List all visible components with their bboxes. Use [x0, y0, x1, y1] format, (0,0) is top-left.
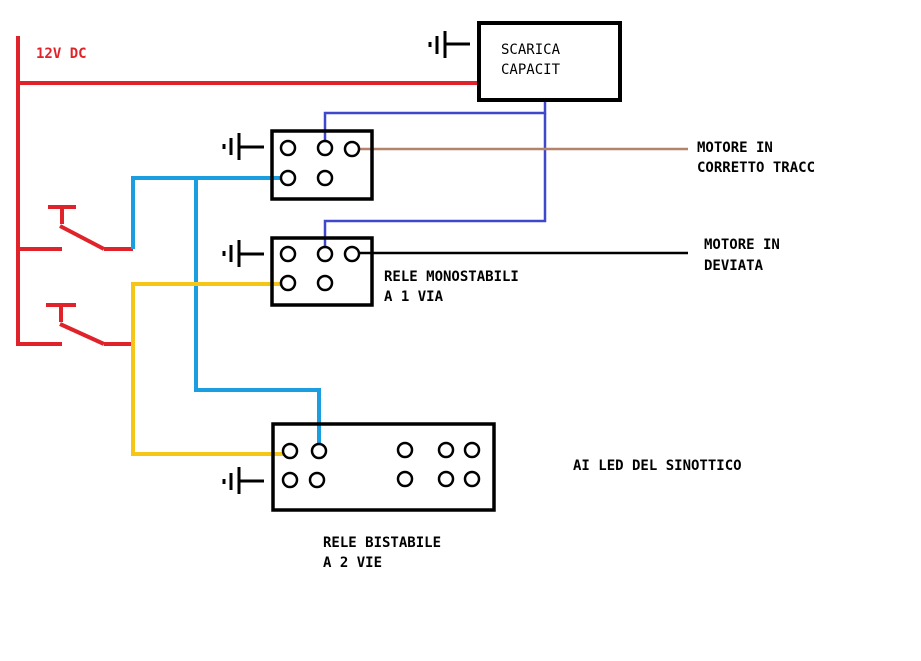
- bistable-relay-label-line2: A 2 VIE: [323, 555, 382, 571]
- bistable-relay-label-line1: RELE BISTABILE: [323, 535, 441, 551]
- bistable-relay-contacts: [281, 441, 481, 489]
- relay-1-contact: [279, 139, 297, 157]
- bistable-relay-box: [271, 422, 496, 512]
- blue-wire-button1: [131, 176, 288, 249]
- relay-1-contact: [279, 169, 297, 187]
- yellow-wire-to-bistable: [131, 344, 290, 456]
- yellow-wire-button2: [131, 282, 288, 344]
- capacitor-wire-relay2: [323, 113, 547, 255]
- relay-1-contact: [316, 169, 334, 187]
- capacitor-box: [477, 21, 622, 102]
- bistable-contact: [396, 441, 414, 459]
- push-button-1: [48, 205, 133, 251]
- ground-icon: [222, 240, 264, 267]
- capacitor-label-line2: CAPACIT: [501, 62, 561, 78]
- push-button-1-contact: [59, 224, 105, 251]
- led-output-label: AI LED DEL SINOTTICO: [573, 458, 742, 474]
- relay-2-contact: [316, 274, 334, 292]
- relay-1-contact: [343, 140, 361, 158]
- mono-relay-label-line2: A 1 VIA: [384, 289, 444, 305]
- bistable-contact: [308, 471, 326, 489]
- relay-2-contact: [316, 245, 334, 263]
- push-button-2-contact: [59, 322, 105, 346]
- push-button-2: [46, 303, 133, 346]
- bistable-contact: [281, 442, 299, 460]
- relay-1-box: [270, 129, 374, 201]
- supply-wires: [16, 36, 482, 346]
- relay-2-box: [270, 236, 374, 307]
- bistable-contact: [396, 470, 414, 488]
- relay-1-contacts: [279, 139, 361, 187]
- ground-icon: [222, 133, 264, 160]
- motor-deviated-label-line2: DEVIATA: [704, 258, 764, 274]
- bistable-contact: [437, 470, 455, 488]
- relay-2-contacts: [279, 245, 361, 292]
- bistable-contact: [437, 441, 455, 459]
- motor-correct-label-line1: MOTORE IN: [697, 140, 773, 156]
- capacitor-label-line1: SCARICA: [501, 42, 561, 58]
- ground-icon: [222, 467, 264, 494]
- relay-2-contact: [279, 274, 297, 292]
- motor-deviated-label-line1: MOTORE IN: [704, 237, 780, 253]
- supply-label: 12V DC: [36, 46, 87, 62]
- relay-2-contact: [343, 245, 361, 263]
- bistable-contact: [463, 441, 481, 459]
- mono-relay-label-line1: RELE MONOSTABILI: [384, 269, 519, 285]
- capacitor-wire-relay1: [323, 100, 547, 148]
- motor-correct-label-line2: CORRETTO TRACC: [697, 160, 815, 176]
- bistable-contact: [463, 470, 481, 488]
- bistable-contact: [310, 442, 328, 460]
- blue-wire-to-bistable: [194, 178, 321, 451]
- bistable-contact: [281, 471, 299, 489]
- relay-1-contact: [316, 139, 334, 157]
- relay-2-contact: [279, 245, 297, 263]
- ground-icon: [428, 31, 470, 58]
